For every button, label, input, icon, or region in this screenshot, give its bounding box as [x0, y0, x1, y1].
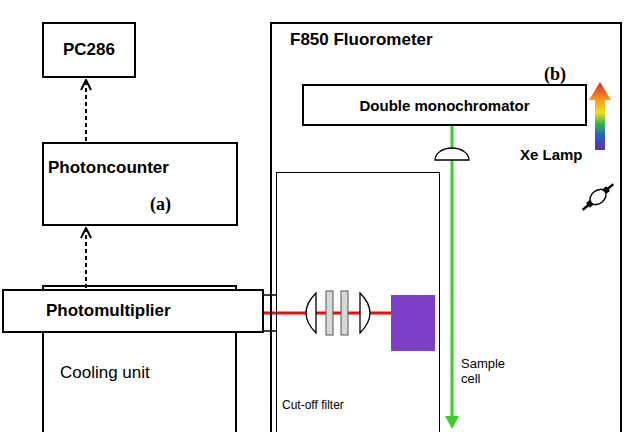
node-label: Photoncounter [48, 158, 169, 178]
sample-chamber: Cut-off filter Sample cell [276, 172, 440, 432]
text-holder: Cooling unit [60, 363, 150, 383]
signal-arrow [85, 80, 87, 141]
text-holder: (b) [544, 64, 566, 85]
text-holder: Sample cell [459, 355, 523, 387]
text-holder: F850 Fluorometer [290, 30, 433, 50]
xe-lamp-symbol [579, 179, 618, 215]
filter [326, 291, 333, 335]
node-tag: (b) [544, 64, 566, 85]
node-label: Cooling unit [60, 363, 150, 383]
photoncounter-box: Photoncounter (a) [42, 142, 238, 226]
label-holder: Xe Lamp [520, 146, 583, 164]
fluorometer-housing: F850 Fluorometer (b) Double monochromatorC… [270, 22, 622, 432]
text-holder: (a) [150, 194, 171, 215]
lens [306, 293, 316, 333]
part-label: Xe Lamp [520, 146, 583, 163]
text-holder: PC286 [44, 24, 134, 76]
text-holder: Double monochromator [304, 86, 585, 124]
sample-cell: Sample cell [391, 295, 435, 351]
node-tag: (a) [150, 194, 171, 215]
excitation-beam [451, 126, 454, 418]
signal-arrow [85, 228, 87, 288]
node-label: Sample cell [459, 355, 523, 387]
node-label: Photomultiplier [46, 301, 171, 321]
node-label: PC286 [63, 40, 115, 60]
node-label: Double monochromator [359, 97, 529, 114]
computer-box: PC286 [42, 22, 136, 78]
cooling-unit-box: Cooling unit Photomultiplier [42, 285, 237, 432]
lens [360, 293, 370, 333]
excitation-arrowhead [445, 416, 459, 429]
node-label: Cut-off filter [282, 398, 344, 412]
text-holder: Photomultiplier [46, 301, 171, 321]
photomultiplier-box: Photomultiplier [2, 289, 264, 333]
spectrum-arrow [589, 82, 611, 150]
text-holder: Photoncounter [48, 158, 169, 178]
lens [435, 148, 469, 160]
text-holder: Cut-off filter [282, 395, 344, 413]
node-label: F850 Fluorometer [290, 30, 433, 50]
filter [341, 291, 348, 335]
monochromator-box: Double monochromator [302, 84, 587, 126]
